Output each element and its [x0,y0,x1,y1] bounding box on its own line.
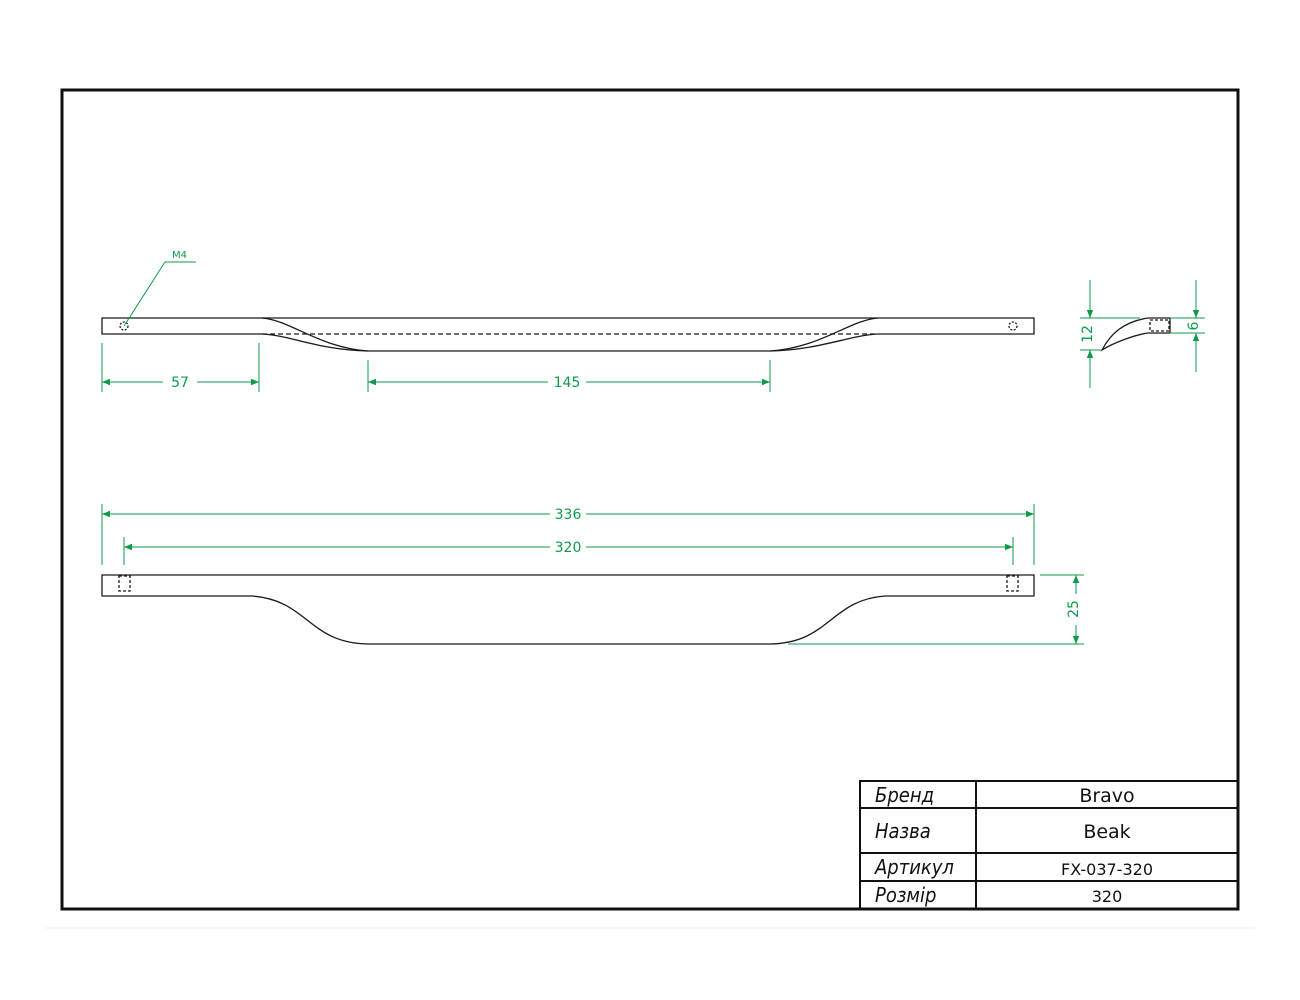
title-block [859,780,1239,910]
title-block-value-name: Beak [1083,821,1130,843]
side-profile-hidden-hole [1149,319,1170,332]
dimension-57 [101,343,260,392]
front-view [101,574,1035,645]
side-profile-outline [1100,317,1171,352]
mount-hole-right [1008,321,1018,331]
title-block-label-article: Артикул [874,855,954,879]
dimension-145 [367,360,771,392]
title-block-label-size: Розмір [875,883,936,907]
front-view-outline [101,574,1035,645]
dimension-320-text: 320 [555,540,582,556]
dimension-320 [123,537,1014,565]
top-view [101,317,1035,352]
side-profile [1100,317,1171,352]
mount-hole-left [119,321,129,331]
dimension-336 [101,504,1035,565]
dimension-336-text: 336 [555,507,582,523]
dimension-25-text: 25 [1066,600,1082,618]
dimension-12-text: 12 [1080,325,1096,343]
front-view-hidden-hole-right [1006,575,1019,592]
title-block-label-name: Назва [875,819,931,843]
top-view-inner-curve-left [261,317,369,352]
dimension-6 [1170,280,1205,372]
thread-leader [123,261,196,327]
dimension-12 [1080,280,1140,388]
title-block-value-article: FX-037-320 [1061,860,1153,879]
title-block-value-size: 320 [1092,887,1123,906]
dimension-25 [788,574,1084,645]
thread-label: M4 [172,250,187,261]
title-block-label-brand: Бренд [875,783,934,807]
title-block-value-brand: Bravo [1079,785,1134,807]
dimension-145-text: 145 [554,375,581,391]
front-view-hidden-hole-left [118,575,131,592]
drawing-frame [60,88,1240,911]
dimension-6-text: 6 [1186,321,1202,330]
dimension-57-text: 57 [171,375,189,391]
